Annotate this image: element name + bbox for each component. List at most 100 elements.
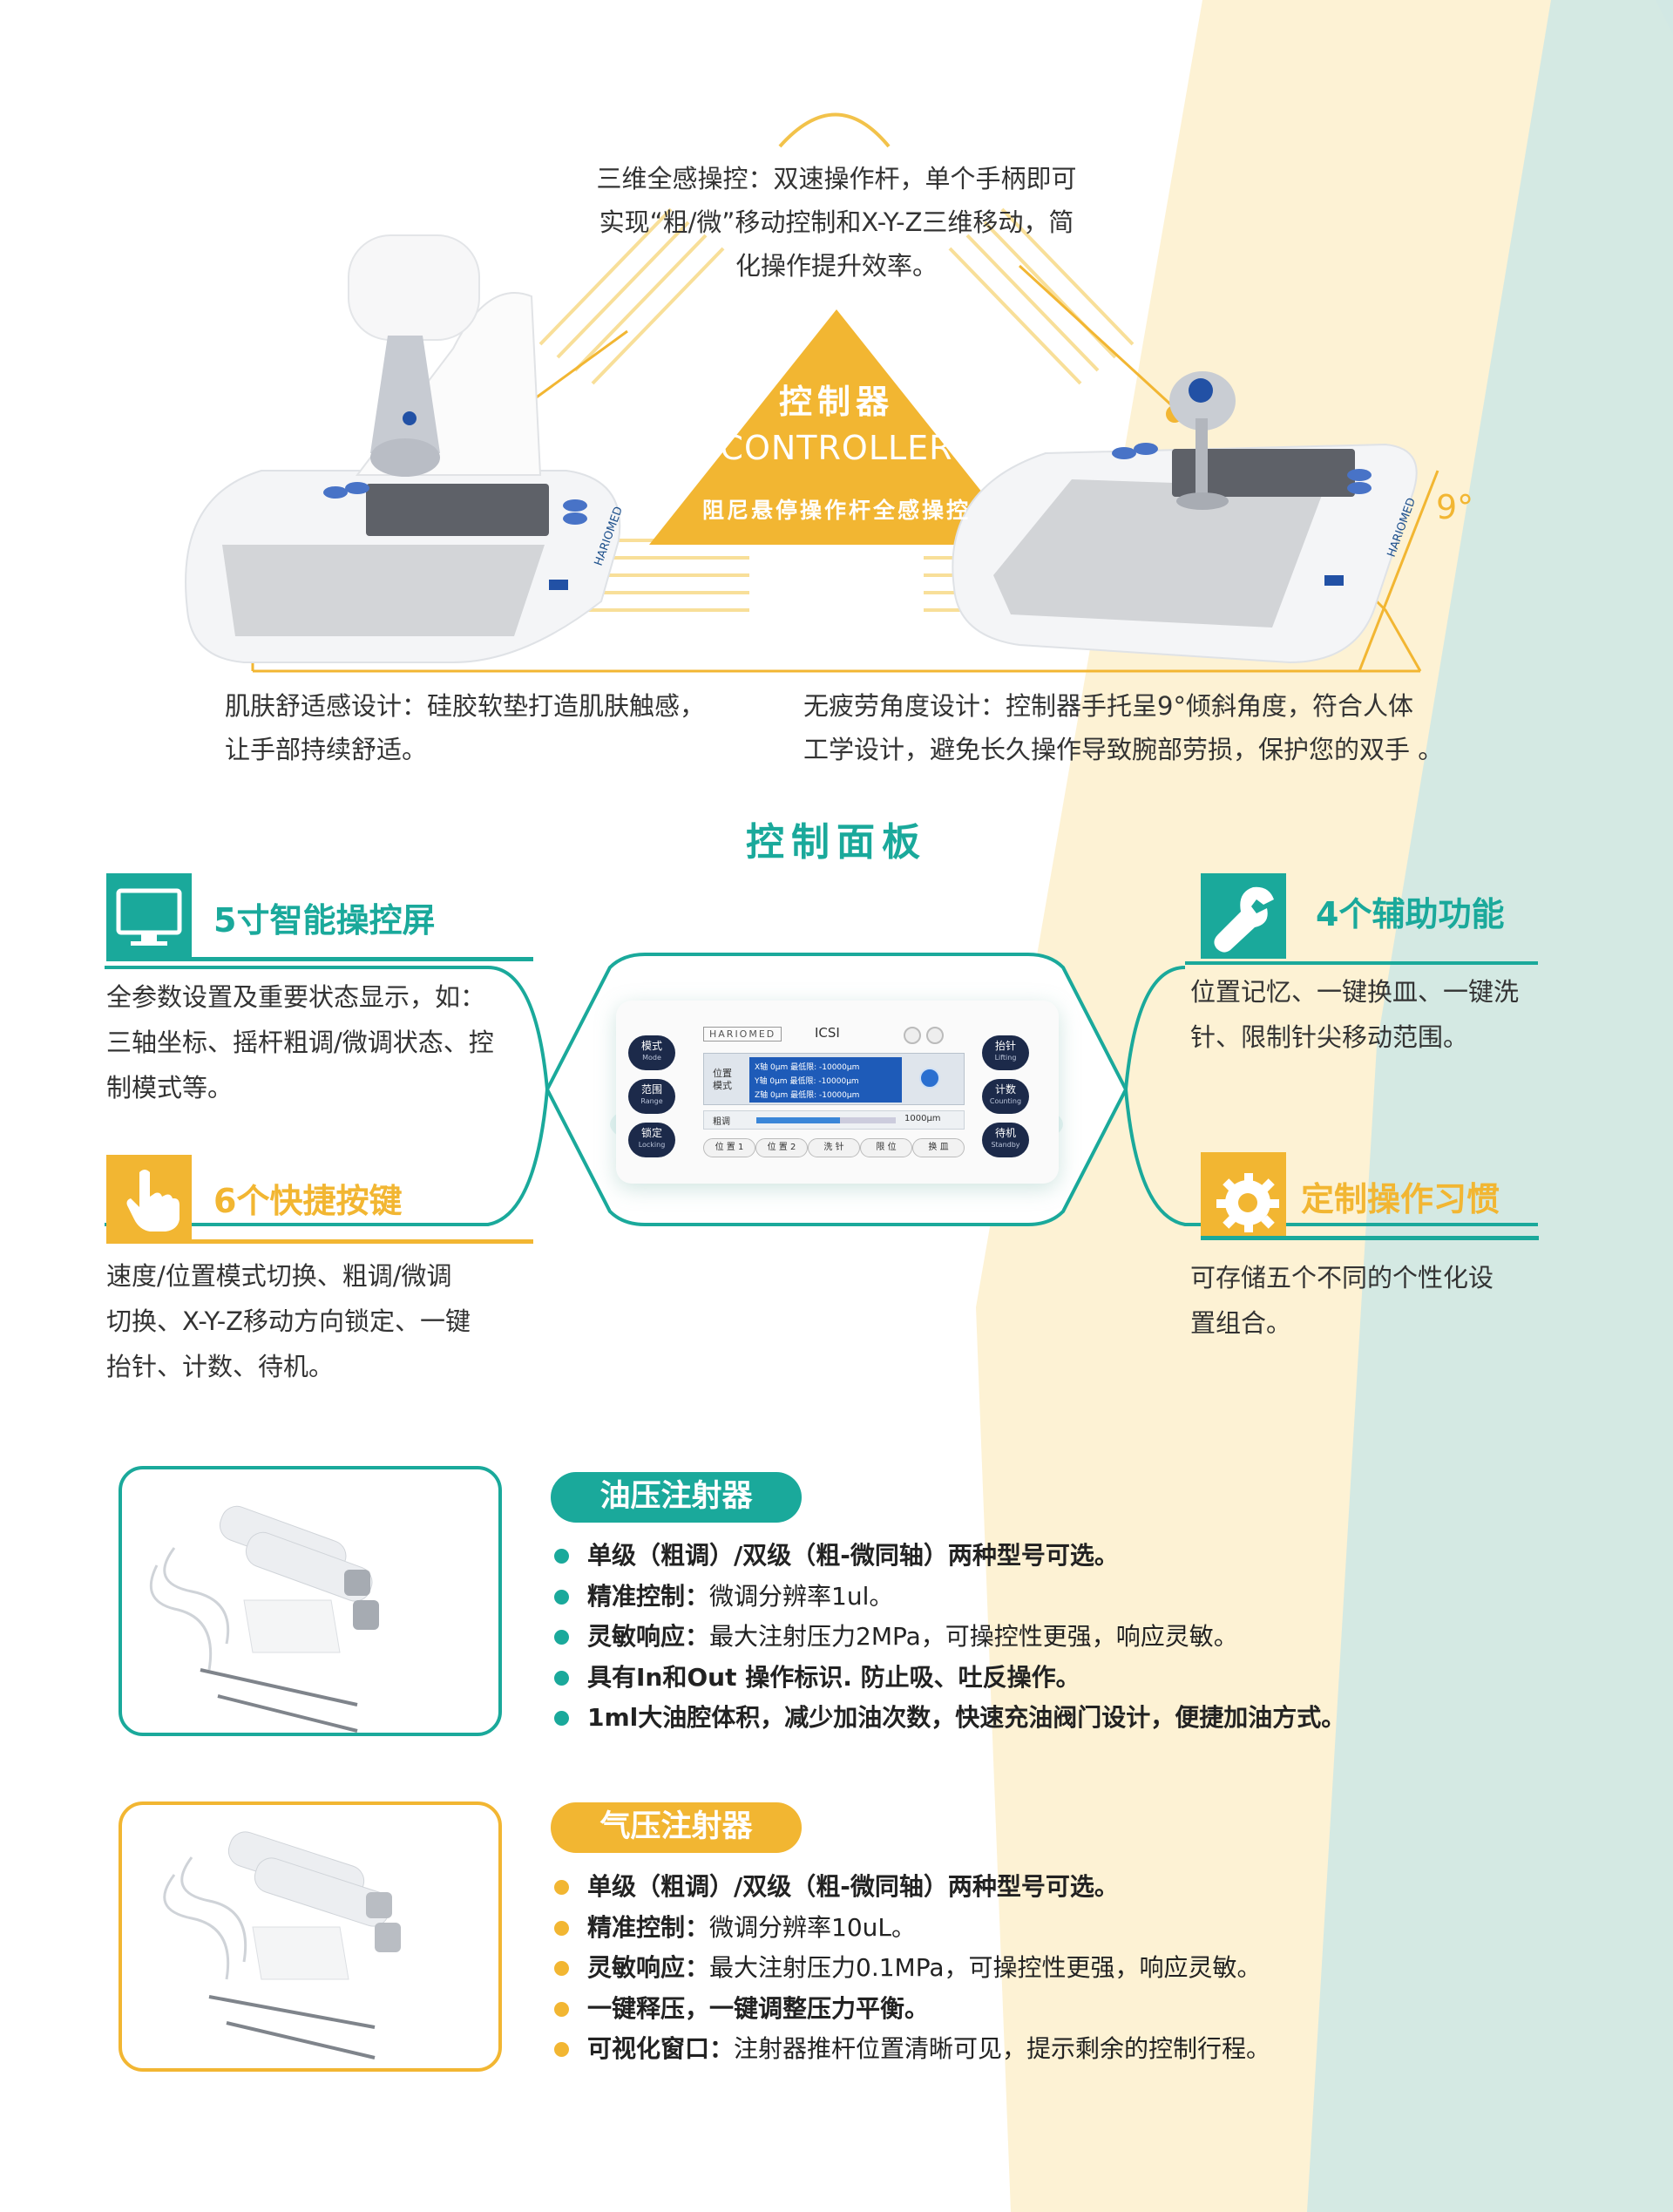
position-panel: 位置模式 X轴 0μm 最低限: -10000μm Y轴 0μm 最低限: -1… [703,1053,965,1105]
desc-line: 让手部持续舒适。 [225,735,428,764]
bullet-dot [554,1589,569,1605]
button-label-en: Counting [989,1097,1022,1105]
button-label-en: Lifting [994,1054,1017,1062]
air-injector-title: 气压注射器 [551,1802,802,1853]
feature-body-buttons: 速度/位置模式切换、粗调/微调 切换、X-Y-Z移动方向锁定、一键 抬针、计数、… [106,1253,471,1389]
divider [1201,1236,1539,1240]
standby-button[interactable]: 待机 Standby [982,1123,1029,1157]
position-1-button[interactable]: 位 置 1 [703,1138,755,1157]
feature-bold: 灵敏响应： [587,1622,710,1651]
slider-fill [756,1117,840,1123]
y-axis-row: Y轴 0μm 最低限: -10000μm [755,1077,859,1086]
feature-item: 具有In和Out 操作标识. 防止吸、吐反操作。 [554,1658,1345,1699]
feature-bold: 灵敏响应： [587,1953,710,1982]
desc-line: 三维全感操控：双速操作杆，单个手柄即可 [596,164,1077,193]
desc-line: 肌肤舒适感设计：硅胶软垫打造肌肤触感， [225,691,706,721]
bullet-dot [554,1961,569,1976]
controller-subtitle: 阻尼悬停操作杆全感操控 [701,498,971,523]
controller-title-en: CONTROLLER [720,429,953,467]
body-line: 切换、X-Y-Z移动方向锁定、一键 [106,1306,471,1336]
speed-slider[interactable] [756,1117,896,1123]
monitor-icon [106,873,192,959]
bullet-dot [554,1670,569,1686]
controller-top-description: 三维全感操控：双速操作杆，单个手柄即可 实现“粗/微”移动控制和X-Y-Z三维移… [575,157,1098,288]
coarse-adjust-row: 粗调 1000μm [703,1110,965,1130]
air-injector-features: 单级（粗调）/双级（粗-微同轴）两种型号可选。 精准控制：微调分辨率10uL。 … [554,1867,1270,2070]
button-label: 抬针 [994,1040,1016,1052]
feature-head-screen: 5寸智能操控屏 [213,901,436,940]
position-2-button[interactable]: 位 置 2 [755,1138,808,1157]
feature-head-custom: 定制操作习惯 [1301,1180,1500,1218]
bullet-dot [554,2001,569,2017]
desc-line: 工学设计，避免长久操作导致腕部劳损，保护您的双手 。 [803,735,1444,764]
feature-body-aux: 位置记忆、一键换皿、一键洗 针、限制针尖移动范围。 [1190,969,1519,1060]
angle-description: 无疲劳角度设计：控制器手托呈9°倾斜角度，符合人体 工学设计，避免长久操作导致腕… [803,684,1500,771]
wash-needle-button[interactable]: 洗 针 [808,1138,860,1157]
limit-button[interactable]: 限 位 [860,1138,912,1157]
x-axis-row: X轴 0μm 最低限: -10000μm [755,1063,860,1072]
feature-item: 可视化窗口：注射器推杆位置清晰可见，提示剩余的控制行程。 [554,2029,1270,2070]
controller-device-right: HARIOMED [952,371,1419,664]
feature-item: 单级（粗调）/双级（粗-微同轴）两种型号可选。 [554,1867,1270,1908]
button-label: 范围 [640,1083,662,1096]
feature-item: 精准控制：微调分辨率1ul。 [554,1577,1345,1618]
button-label: 锁定 [640,1127,662,1139]
desc-line: 无疲劳角度设计：控制器手托呈9°倾斜角度，符合人体 [803,691,1413,721]
panel-section-title: 控制面板 [746,820,927,865]
feature-item: 单级（粗调）/双级（粗-微同轴）两种型号可选。 [554,1536,1345,1577]
feature-item: 一键释压，一键调整压力平衡。 [554,1989,1270,2030]
feature-bold: 单级（粗调）/双级（粗-微同轴）两种型号可选。 [587,1872,1119,1901]
bullet-dot [554,2042,569,2057]
comfort-description: 肌肤舒适感设计：硅胶软垫打造肌肤触感， 让手部持续舒适。 [225,684,765,771]
feature-head-buttons: 6个快捷按键 [213,1182,403,1220]
control-panel-screen: HARIOMED ICSI 位置模式 X轴 0μm 最低限: -10000μm … [616,1001,1059,1184]
body-line: 位置记忆、一键换皿、一键洗 [1190,977,1520,1007]
oil-injector-image [119,1466,502,1736]
screen-brand: HARIOMED [703,1027,782,1042]
feature-body-screen: 全参数设置及重要状态显示，如： 三轴坐标、摇杆粗调/微调状态、控 制模式等。 [106,974,494,1110]
feature-bold: 可视化窗口： [587,2034,735,2063]
oil-injector-features: 单级（粗调）/双级（粗-微同轴）两种型号可选。 精准控制：微调分辨率1ul。 灵… [554,1536,1345,1739]
home-icon[interactable] [904,1027,921,1044]
button-label-en: Range [640,1097,663,1105]
axis-readout: X轴 0μm 最低限: -10000μm Y轴 0μm 最低限: -10000μ… [749,1057,902,1103]
wrench-icon [1201,873,1286,959]
body-line: 三轴坐标、摇杆粗调/微调状态、控 [106,1028,494,1057]
controller-title-cn: 控制器 [778,383,894,421]
oil-injector-title: 油压注射器 [551,1472,802,1523]
feature-item: 灵敏响应：最大注射压力0.1MPa，可操控性更强，响应灵敏。 [554,1948,1270,1989]
screen-title: ICSI [815,1025,840,1041]
feature-bold: 具有In和Out 操作标识. 防止吸、吐反操作。 [587,1662,1080,1692]
bullet-dot [554,1711,569,1726]
change-dish-button[interactable]: 换 皿 [912,1138,965,1157]
joystick-status-icon [919,1068,940,1089]
settings-icon[interactable] [926,1027,944,1044]
lock-button[interactable]: 锁定 Locking [628,1123,675,1157]
feature-bold: 单级（粗调）/双级（粗-微同轴）两种型号可选。 [587,1541,1119,1570]
air-injector-image [119,1801,502,2072]
bullet-dot [554,1880,569,1895]
button-label: 计数 [994,1083,1016,1096]
button-label-en: Locking [638,1141,666,1149]
button-label: 待机 [994,1127,1016,1139]
pointing-hand-icon [106,1155,192,1240]
feature-text: 注射器推杆位置清晰可见，提示剩余的控制行程。 [734,2034,1271,2063]
feature-text: 微调分辨率1ul。 [709,1581,894,1611]
body-line: 可存储五个不同的个性化设 [1190,1263,1494,1293]
desc-line: 实现“粗/微”移动控制和X-Y-Z三维移动，简 [599,207,1074,237]
bullet-dot [554,1920,569,1936]
bullet-dot [554,1630,569,1645]
lift-button[interactable]: 抬针 Lifting [982,1035,1029,1070]
position-mode-label: 位置模式 [713,1068,732,1091]
gear-icon [1201,1152,1286,1238]
feature-body-custom: 可存储五个不同的个性化设 置组合。 [1190,1255,1494,1346]
feature-text: 微调分辨率10uL。 [709,1912,916,1942]
z-axis-row: Z轴 0μm 最低限: -10000μm [755,1091,860,1100]
body-line: 制模式等。 [106,1073,234,1103]
body-line: 针、限制针尖移动范围。 [1190,1022,1469,1052]
button-label-en: Standby [991,1141,1020,1149]
body-line: 置组合。 [1190,1308,1292,1338]
